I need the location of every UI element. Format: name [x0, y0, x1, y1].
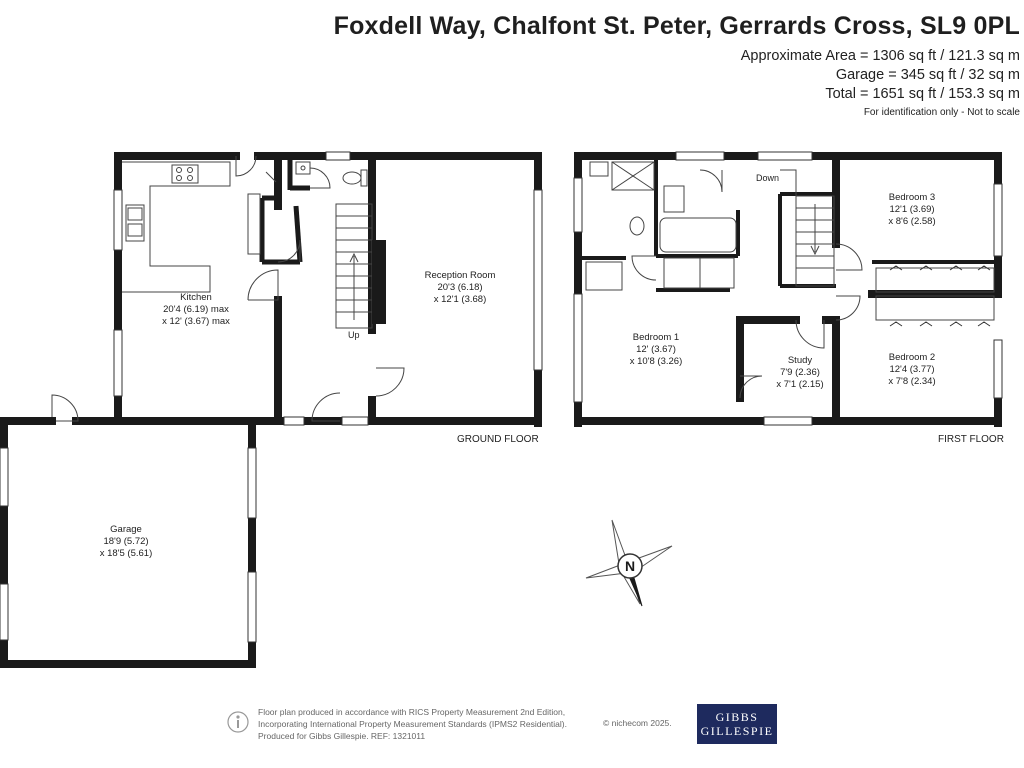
first-floor-plan [573, 151, 1003, 427]
reception-label: Reception Room 20'3 (6.18) x 12'1 (3.68) [425, 270, 496, 305]
footer-line-1: Floor plan produced in accordance with R… [258, 707, 566, 717]
reception-dim1: 20'3 (6.18) [437, 282, 482, 293]
total-area: Total = 1651 sq ft / 153.3 sq m [825, 86, 1020, 102]
info-pin-icon [227, 711, 249, 733]
study-label: Study 7'9 (2.36) x 7'1 (2.15) [776, 355, 823, 390]
garage-dim1: 18'9 (5.72) [103, 536, 148, 547]
bedroom2-dim2: x 7'8 (2.34) [888, 376, 935, 387]
gibbs-gillespie-logo: GIBBS GILLESPIE [697, 704, 777, 744]
reception-dim2: x 12'1 (3.68) [434, 294, 487, 305]
logo-line-2: GILLESPIE [700, 724, 774, 738]
footer-line-2: Incorporating International Property Mea… [258, 719, 567, 729]
ground-floor-plan [0, 151, 543, 668]
nichecom-credit: © nichecom 2025. [603, 718, 672, 728]
compass-north-letter: N [625, 558, 635, 574]
bedroom1-label: Bedroom 1 12' (3.67) x 10'8 (3.26) [630, 332, 683, 367]
bedroom2-dim1: 12'4 (3.77) [889, 364, 934, 375]
footer-line-3: Produced for Gibbs Gillespie. REF: 13210… [258, 731, 426, 741]
kitchen-dim1: 20'4 (6.19) max [163, 304, 229, 315]
garage-label: Garage 18'9 (5.72) x 18'5 (5.61) [100, 524, 153, 559]
footer-notes: Floor plan produced in accordance with R… [258, 706, 567, 742]
bedroom2-label: Bedroom 2 12'4 (3.77) x 7'8 (2.34) [888, 352, 935, 387]
reception-name: Reception Room [425, 270, 496, 281]
stairs-down-label: Down [756, 173, 779, 183]
bedroom3-dim2: x 8'6 (2.58) [888, 216, 935, 227]
study-dim1: 7'9 (2.36) [780, 367, 820, 378]
ground-floor-label: GROUND FLOOR [457, 434, 539, 445]
logo-line-1: GIBBS [715, 710, 759, 724]
property-title: Foxdell Way, Chalfont St. Peter, Gerrard… [333, 12, 1020, 40]
stairs-up-label: Up [348, 330, 360, 340]
approx-area: Approximate Area = 1306 sq ft / 121.3 sq… [740, 48, 1020, 64]
bedroom3-dim1: 12'1 (3.69) [889, 204, 934, 215]
study-name: Study [788, 355, 813, 366]
garage-dim2: x 18'5 (5.61) [100, 548, 153, 559]
first-floor-label: FIRST FLOOR [938, 434, 1004, 445]
kitchen-dim2: x 12' (3.67) max [162, 316, 230, 327]
compass-icon: N [585, 519, 673, 607]
garage-area: Garage = 345 sq ft / 32 sq m [835, 67, 1020, 83]
bedroom3-label: Bedroom 3 12'1 (3.69) x 8'6 (2.58) [888, 192, 935, 227]
scale-disclaimer: For identification only - Not to scale [863, 107, 1020, 118]
bedroom1-name: Bedroom 1 [633, 332, 679, 343]
bedroom1-dim2: x 10'8 (3.26) [630, 356, 683, 367]
kitchen-name: Kitchen [180, 292, 212, 303]
study-dim2: x 7'1 (2.15) [776, 379, 823, 390]
garage-name: Garage [110, 524, 142, 535]
bedroom3-name: Bedroom 3 [889, 192, 935, 203]
kitchen-label: Kitchen 20'4 (6.19) max x 12' (3.67) max [162, 292, 230, 327]
bedroom2-name: Bedroom 2 [889, 352, 935, 363]
bedroom1-dim1: 12' (3.67) [636, 344, 676, 355]
